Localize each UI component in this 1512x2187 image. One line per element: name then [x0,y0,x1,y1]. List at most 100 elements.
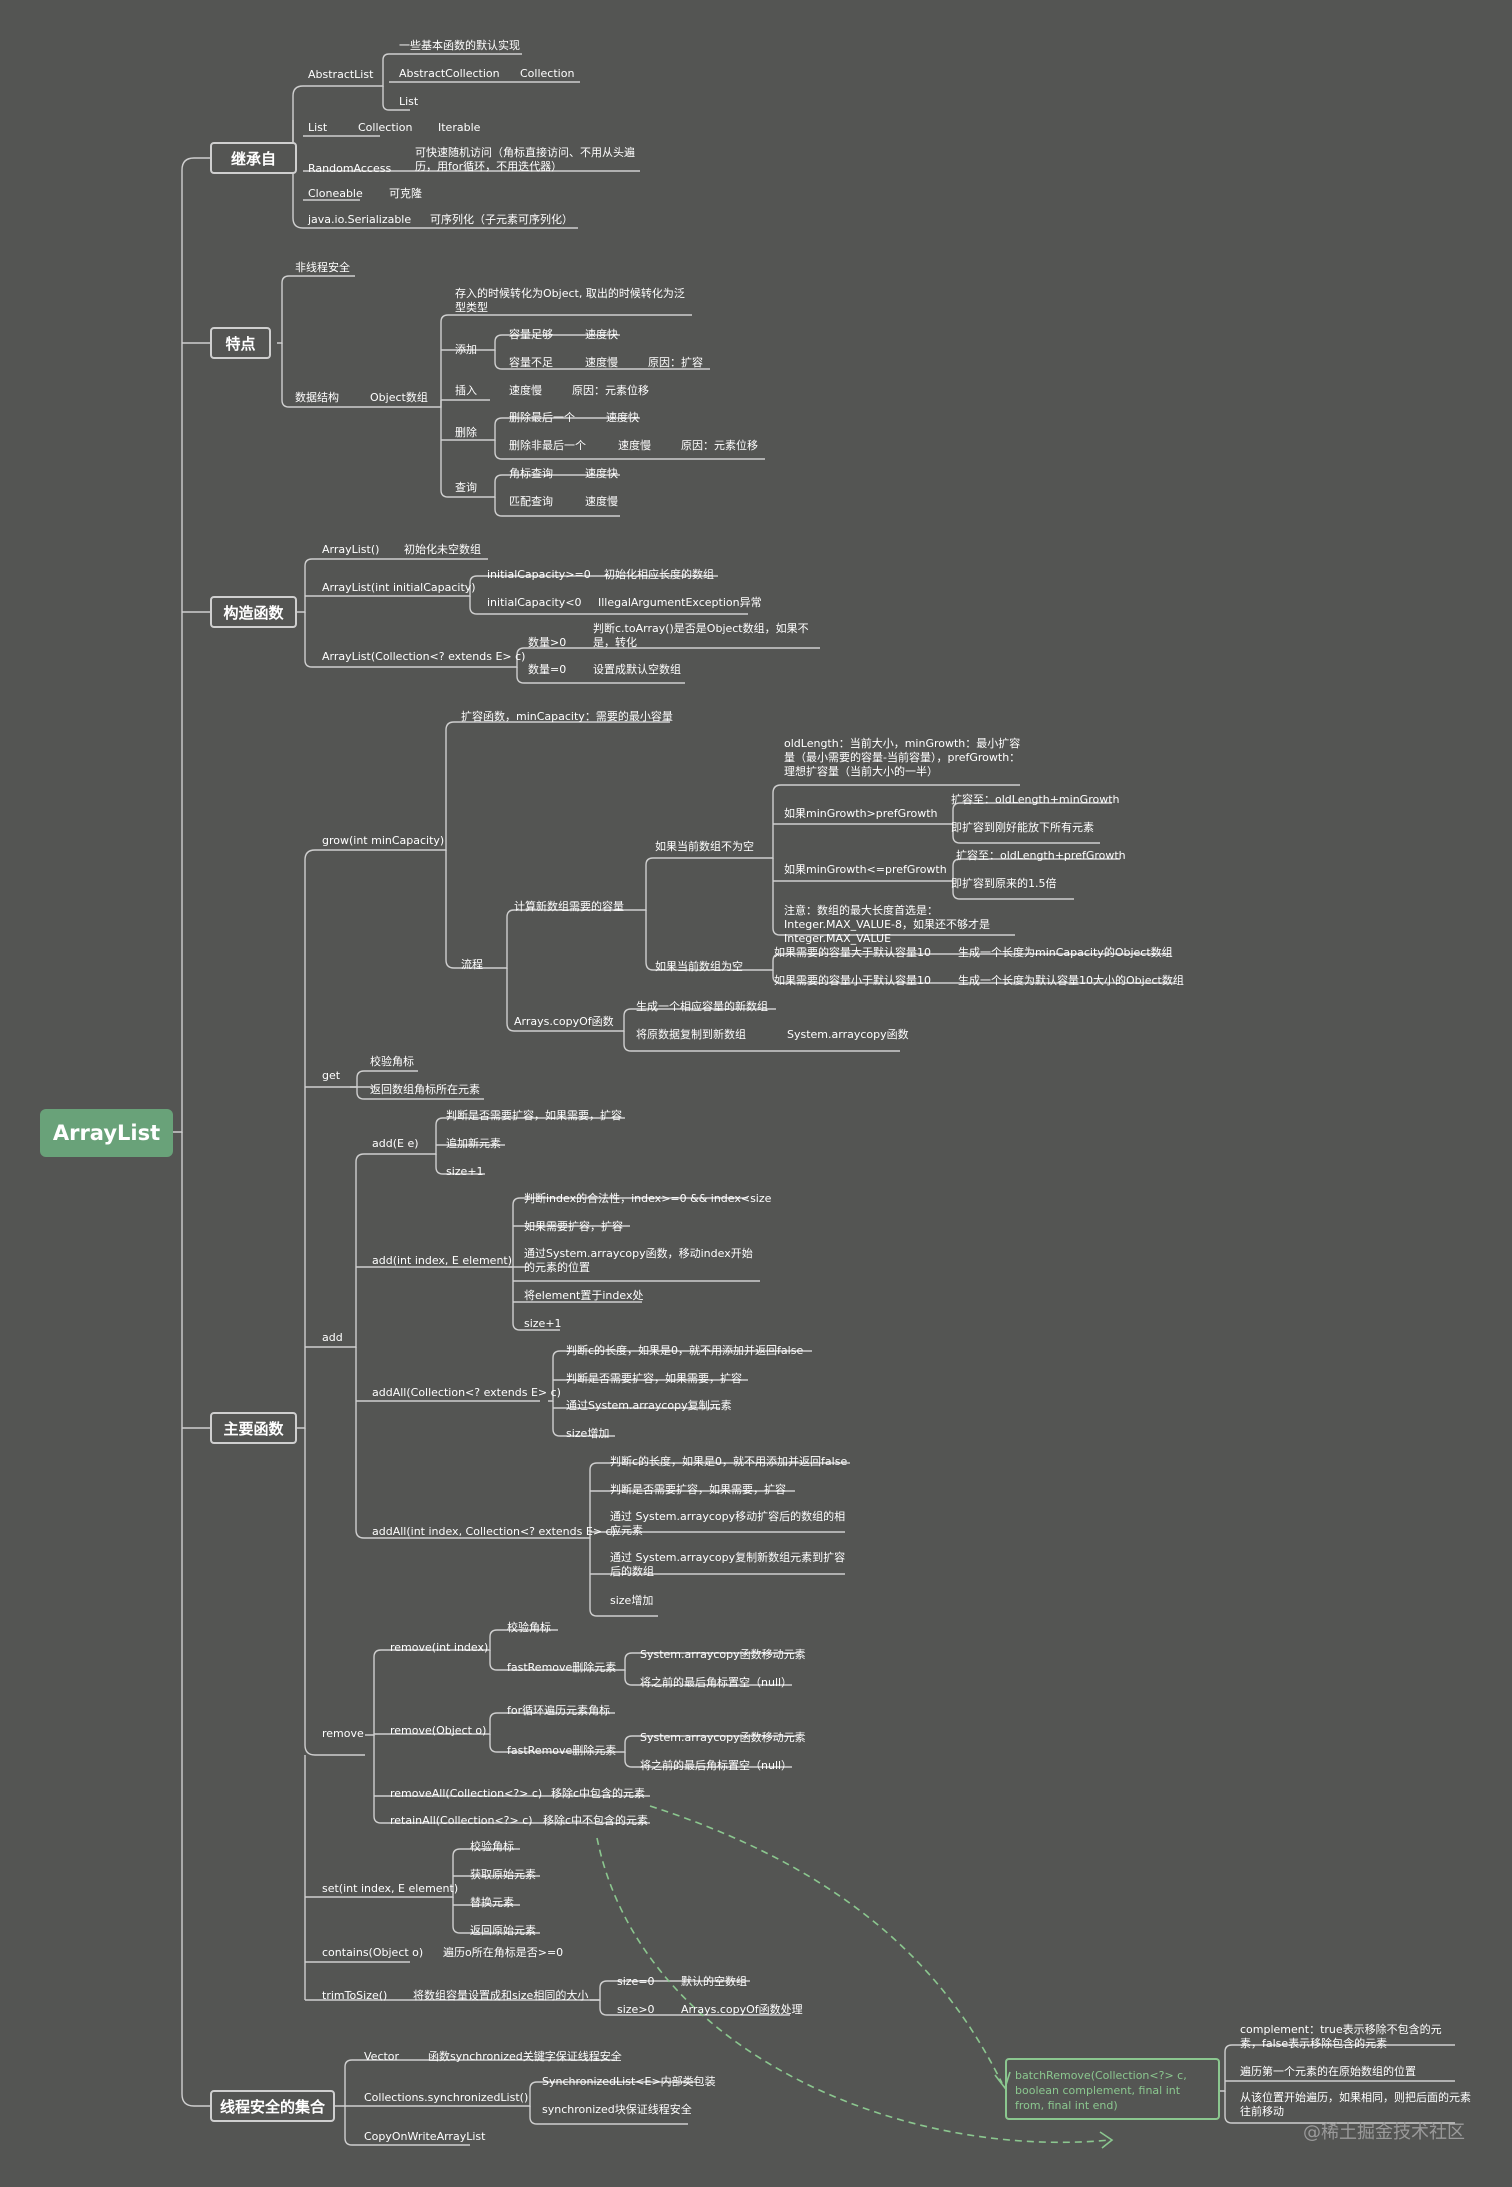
node-store-desc[interactable]: 存入的时候转化为Object, 取出的时候转化为泛型类型 [455,287,685,314]
node-contains[interactable]: contains(Object o) [322,1946,424,1959]
node-add-ie[interactable]: add(int index, E element) [372,1254,513,1267]
node-serializable-desc[interactable]: 可序列化（子元素可序列化） [430,213,573,226]
node-note-max[interactable]: 注意：数组的最大长度首选是：Integer.MAX_VALUE-8，如果还不够才… [784,904,991,945]
node-expand-pref[interactable]: 扩容至：oldLength+prefGrowth [956,849,1126,862]
node-retainall[interactable]: retainAll(Collection<?> c) [390,1814,533,1827]
node-collection-2[interactable]: Collection [358,121,413,134]
node-speed-slow-2[interactable]: 速度慢 [509,384,542,397]
node-addall-ic-5[interactable]: size增加 [610,1594,654,1607]
branch-main-functions[interactable]: 主要函数 [210,1412,297,1444]
node-add-ie-3[interactable]: 通过System.arraycopy函数，移动index开始的元素的位置 [524,1247,753,1274]
node-calc-capacity[interactable]: 计算新数组需要的容量 [514,900,624,913]
node-need-lt10[interactable]: 如果需要的容量小于默认容量10 [774,974,931,987]
node-retainall-desc[interactable]: 移除c中不包含的元素 [543,1814,649,1827]
node-sys-move-2[interactable]: System.arraycopy函数移动元素 [640,1731,806,1744]
node-ctor-1[interactable]: ArrayList() [322,543,380,556]
node-iterable[interactable]: Iterable [438,121,481,134]
node-flow[interactable]: 流程 [461,958,483,971]
node-set-3[interactable]: 替换元素 [470,1896,514,1909]
node-gen-min[interactable]: 生成一个长度为minCapacity的Object数组 [958,946,1173,959]
node-cloneable-desc[interactable]: 可克隆 [389,187,422,200]
node-add-e-1[interactable]: 判断是否需要扩容，如果需要，扩容 [446,1109,622,1122]
node-speed-slow-4[interactable]: 速度慢 [585,495,618,508]
node-abs-default[interactable]: 一些基本函数的默认实现 [399,39,520,52]
node-ctor-2[interactable]: ArrayList(int initialCapacity) [322,581,476,594]
node-expand-min-desc[interactable]: 即扩容到刚好能放下所有元素 [951,821,1094,834]
node-set-null-2[interactable]: 将之前的最后角标置空（null） [640,1759,793,1772]
node-for-loop[interactable]: for循环遍历元素角标 [507,1704,611,1717]
node-not-thread-safe[interactable]: 非线程安全 [295,261,350,274]
node-cap-lt0[interactable]: initialCapacity<0 [487,596,582,609]
node-copy-old[interactable]: 将原数据复制到新数组 [636,1028,746,1041]
node-cap-enough[interactable]: 容量足够 [509,328,553,341]
node-addall-c-1[interactable]: 判断c的长度，如果是0，就不用添加并返回false [566,1344,804,1357]
node-sys-move-1[interactable]: System.arraycopy函数移动元素 [640,1648,806,1661]
node-data-structure[interactable]: 数据结构 [295,391,339,404]
node-count-eq0[interactable]: 数量=0 [528,663,567,676]
node-match-query[interactable]: 匹配查询 [509,495,553,508]
node-set-1[interactable]: 校验角标 [470,1840,514,1853]
node-min-le-pref[interactable]: 如果minGrowth<=prefGrowth [784,863,947,876]
node-gen-10[interactable]: 生成一个长度为默认容量10大小的Object数组 [958,974,1184,987]
node-synchronizedlist[interactable]: Collections.synchronizedList() [364,2091,529,2104]
node-addall-c-4[interactable]: size增加 [566,1427,610,1440]
batchremove-box[interactable]: batchRemove(Collection<?> c, boolean com… [1005,2058,1220,2120]
node-reason-expand[interactable]: 原因：扩容 [648,356,703,369]
node-abstractcollection[interactable]: AbstractCollection [399,67,500,80]
node-speed-fast-3[interactable]: 速度快 [585,467,618,480]
node-copyof[interactable]: Arrays.copyOf函数 [514,1015,614,1028]
node-complement-desc[interactable]: complement：true表示移除不包含的元素，false表示移除包含的元素 [1240,2023,1442,2050]
node-add-e[interactable]: add(E e) [372,1137,419,1150]
branch-constructors[interactable]: 构造函数 [210,596,297,628]
node-addall-c[interactable]: addAll(Collection<? extends E> c) [372,1386,561,1399]
node-cap-not-enough[interactable]: 容量不足 [509,356,553,369]
node-need-gt10[interactable]: 如果需要的容量大于默认容量10 [774,946,931,959]
node-addall-ic-1[interactable]: 判断c的长度，如果是0，就不用添加并返回false [610,1455,848,1468]
node-speed-slow-3[interactable]: 速度慢 [618,439,651,452]
node-remove-index[interactable]: remove(int index) [390,1641,489,1654]
node-add-ie-5[interactable]: size+1 [524,1317,562,1330]
branch-thread-safe[interactable]: 线程安全的集合 [210,2090,335,2122]
root-node[interactable]: ArrayList [40,1109,173,1157]
node-addall-c-2[interactable]: 判断是否需要扩容，如果需要，扩容 [566,1372,742,1385]
node-expand-min[interactable]: 扩容至：oldLength+minGrowth [951,793,1120,806]
node-addall-ic-3[interactable]: 通过 System.arraycopy移动扩容后的数组的相应元素 [610,1510,846,1537]
node-addall-c-3[interactable]: 通过System.arraycopy复制元素 [566,1399,732,1412]
node-sync-2[interactable]: synchronized块保证线程安全 [542,2103,692,2116]
node-is-empty[interactable]: 如果当前数组为空 [655,960,743,973]
node-reason-shift-1[interactable]: 原因：元素位移 [572,384,649,397]
node-add-fn[interactable]: add [322,1331,343,1344]
node-cloneable[interactable]: Cloneable [308,187,363,200]
node-vector-desc[interactable]: 函数synchronized关键字保证线程安全 [428,2050,622,2063]
node-add-ie-1[interactable]: 判断index的合法性，index>=0 && index<size [524,1192,772,1205]
node-sync-1[interactable]: SynchronizedList<E>内部类包装 [542,2075,716,2088]
node-count-gt0-desc[interactable]: 判断c.toArray()是否是Object数组，如果不是，转化 [593,622,809,649]
node-trim-desc[interactable]: 将数组容量设置成和size相同的大小 [413,1989,589,2002]
node-collection-1[interactable]: Collection [520,67,575,80]
node-cap-ge0[interactable]: initialCapacity>=0 [487,568,591,581]
node-set-4[interactable]: 返回原始元素 [470,1924,536,1937]
node-check-index-2[interactable]: 校验角标 [507,1621,551,1634]
node-speed-fast-2[interactable]: 速度快 [606,411,639,424]
node-delete[interactable]: 删除 [455,426,477,439]
node-size-gt0-desc[interactable]: Arrays.copyOf函数处理 [681,2003,803,2016]
node-cap-lt0-desc[interactable]: IllegalArgumentException异常 [598,596,762,609]
node-min-gt-pref[interactable]: 如果minGrowth>prefGrowth [784,807,938,820]
node-object-array[interactable]: Object数组 [370,391,428,404]
node-add[interactable]: 添加 [455,343,477,356]
node-addall-ic-2[interactable]: 判断是否需要扩容，如果需要，扩容 [610,1483,786,1496]
node-index-query[interactable]: 角标查询 [509,467,553,480]
node-add-ie-2[interactable]: 如果需要扩容，扩容 [524,1220,623,1233]
node-set-null-1[interactable]: 将之前的最后角标置空（null） [640,1676,793,1689]
node-cap-ge0-desc[interactable]: 初始化相应长度的数组 [604,568,714,581]
node-list-2[interactable]: List [308,121,328,134]
node-addall-ic-4[interactable]: 通过 System.arraycopy复制新数组元素到扩容后的数组 [610,1551,846,1578]
node-del-not-last[interactable]: 删除非最后一个 [509,439,586,452]
node-get[interactable]: get [322,1069,341,1082]
node-add-e-3[interactable]: size+1 [446,1165,484,1178]
node-expand-pref-desc[interactable]: 即扩容到原来的1.5倍 [951,877,1057,890]
node-size-eq0-desc[interactable]: 默认的空数组 [681,1975,747,1988]
node-del-last[interactable]: 删除最后一个 [509,411,575,424]
node-gen-new[interactable]: 生成一个相应容量的新数组 [636,1000,768,1013]
node-old-desc[interactable]: oldLength：当前大小，minGrowth：最小扩容量（最小需要的容量-当… [784,737,1021,778]
